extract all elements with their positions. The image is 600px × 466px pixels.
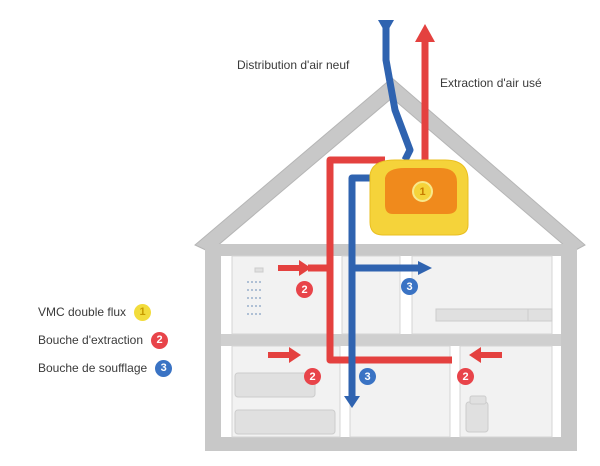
supply-arrow-down bbox=[344, 396, 360, 408]
legend-text: VMC double flux bbox=[38, 305, 127, 319]
intake-arrow-down bbox=[378, 20, 394, 34]
exhaust-arrow-up bbox=[415, 24, 435, 42]
legend-badge: 3 bbox=[155, 359, 173, 377]
lower-extract-right-badge: 2 bbox=[457, 368, 474, 385]
legend-item-supply: Bouche de soufflage 3 bbox=[38, 358, 173, 378]
extraction-arrows bbox=[268, 260, 502, 363]
lower-extract-left-badge: 2 bbox=[304, 368, 321, 385]
legend-text: Bouche d'extraction bbox=[38, 333, 144, 347]
legend-text: Bouche de soufflage bbox=[38, 361, 148, 375]
lower-supply-badge: 3 bbox=[359, 368, 376, 385]
extraction-label: Extraction d'air usé bbox=[440, 76, 542, 90]
unit-badge: 1 bbox=[412, 181, 433, 202]
legend-badge: 2 bbox=[151, 331, 169, 349]
shower-drops bbox=[247, 281, 261, 315]
stale-air-ducts bbox=[308, 40, 452, 364]
house-outline bbox=[194, 77, 586, 451]
legend-item-vmc: VMC double flux 1 bbox=[38, 302, 152, 322]
upper-supply-badge: 3 bbox=[401, 278, 418, 295]
legend-badge: 1 bbox=[134, 303, 152, 321]
furniture bbox=[234, 267, 553, 435]
distribution-label: Distribution d'air neuf bbox=[237, 58, 350, 72]
legend-item-extract: Bouche d'extraction 2 bbox=[38, 330, 169, 350]
upper-extract-badge: 2 bbox=[296, 281, 313, 298]
supply-arrow-right bbox=[418, 261, 432, 275]
